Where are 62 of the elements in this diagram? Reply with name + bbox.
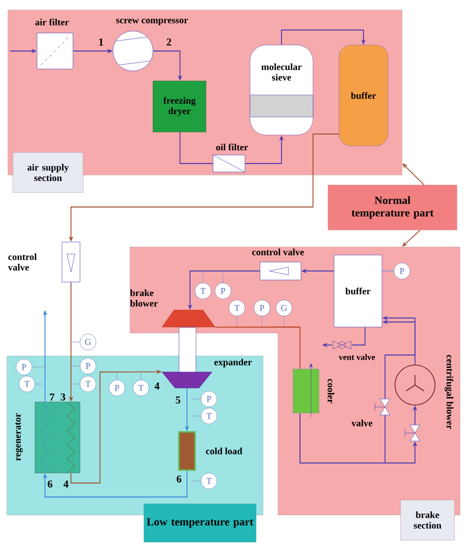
gauge: T xyxy=(80,376,96,392)
gauge-line xyxy=(190,398,202,400)
component-label: air filter xyxy=(35,18,69,26)
gauge-line xyxy=(116,372,118,380)
gauge: P xyxy=(214,282,232,300)
component-label: brake blower xyxy=(130,289,158,307)
component-label: cold load xyxy=(206,448,242,454)
pipe xyxy=(300,412,386,464)
dryer: freezing dryer xyxy=(152,80,206,132)
section-label: air supply section xyxy=(12,152,84,193)
component-label: oil filter xyxy=(216,144,248,150)
gauge: P xyxy=(394,262,410,280)
point-number: 6 xyxy=(48,480,52,488)
point-number: 2 xyxy=(166,38,172,46)
gauge: P xyxy=(200,390,218,408)
point-number: 1 xyxy=(99,38,104,46)
pipe xyxy=(214,326,300,370)
component-label: control valve xyxy=(252,248,304,256)
component-label: centrifugal blower xyxy=(444,355,454,430)
gauge-line xyxy=(202,272,204,284)
buffer-tank: buffer xyxy=(334,254,382,328)
gauge: T xyxy=(132,380,150,396)
gauge: P xyxy=(108,380,126,396)
point-number: 4 xyxy=(154,382,160,390)
component-label: molecular sieve xyxy=(261,63,302,81)
pipe xyxy=(281,30,366,46)
gauge: T xyxy=(200,408,218,424)
gauge-line xyxy=(190,480,202,482)
point-number: 4 xyxy=(64,480,68,488)
gauge: P xyxy=(254,300,270,316)
gauge: T xyxy=(194,282,212,300)
gauge: T xyxy=(200,472,218,490)
pipe xyxy=(180,132,214,164)
component-label: cooler xyxy=(328,378,334,404)
valve xyxy=(404,424,420,442)
section-label: brake section xyxy=(400,500,455,540)
pipe xyxy=(352,326,366,346)
gauge-line xyxy=(140,372,142,380)
component-label: valve xyxy=(351,420,372,426)
point-number: 5 xyxy=(176,396,180,404)
gauge: T xyxy=(228,300,246,316)
gauge: G xyxy=(80,334,96,350)
gauge: P xyxy=(80,358,96,374)
point-number: 7 xyxy=(50,394,54,400)
gauge-line xyxy=(236,316,238,326)
gauge: T xyxy=(18,376,36,392)
gauge: P xyxy=(16,358,32,376)
section-label: Low temperature part xyxy=(144,504,256,542)
pipe xyxy=(382,270,394,272)
point-number: 6 xyxy=(176,475,182,483)
gauge: G xyxy=(276,300,292,316)
pipe xyxy=(42,470,188,498)
gauge-line xyxy=(32,366,46,368)
gauge-line xyxy=(222,272,224,284)
point-number: 3 xyxy=(60,393,66,401)
buffer-tank: buffer xyxy=(338,44,388,146)
component-label: control valve xyxy=(8,253,37,271)
component-label: expander xyxy=(214,358,252,368)
component-label: vent valve xyxy=(338,354,376,360)
part-label: Normal temperature part xyxy=(328,184,458,230)
component-label: screw compressor xyxy=(116,18,188,26)
component-label: regenerator xyxy=(15,413,23,461)
